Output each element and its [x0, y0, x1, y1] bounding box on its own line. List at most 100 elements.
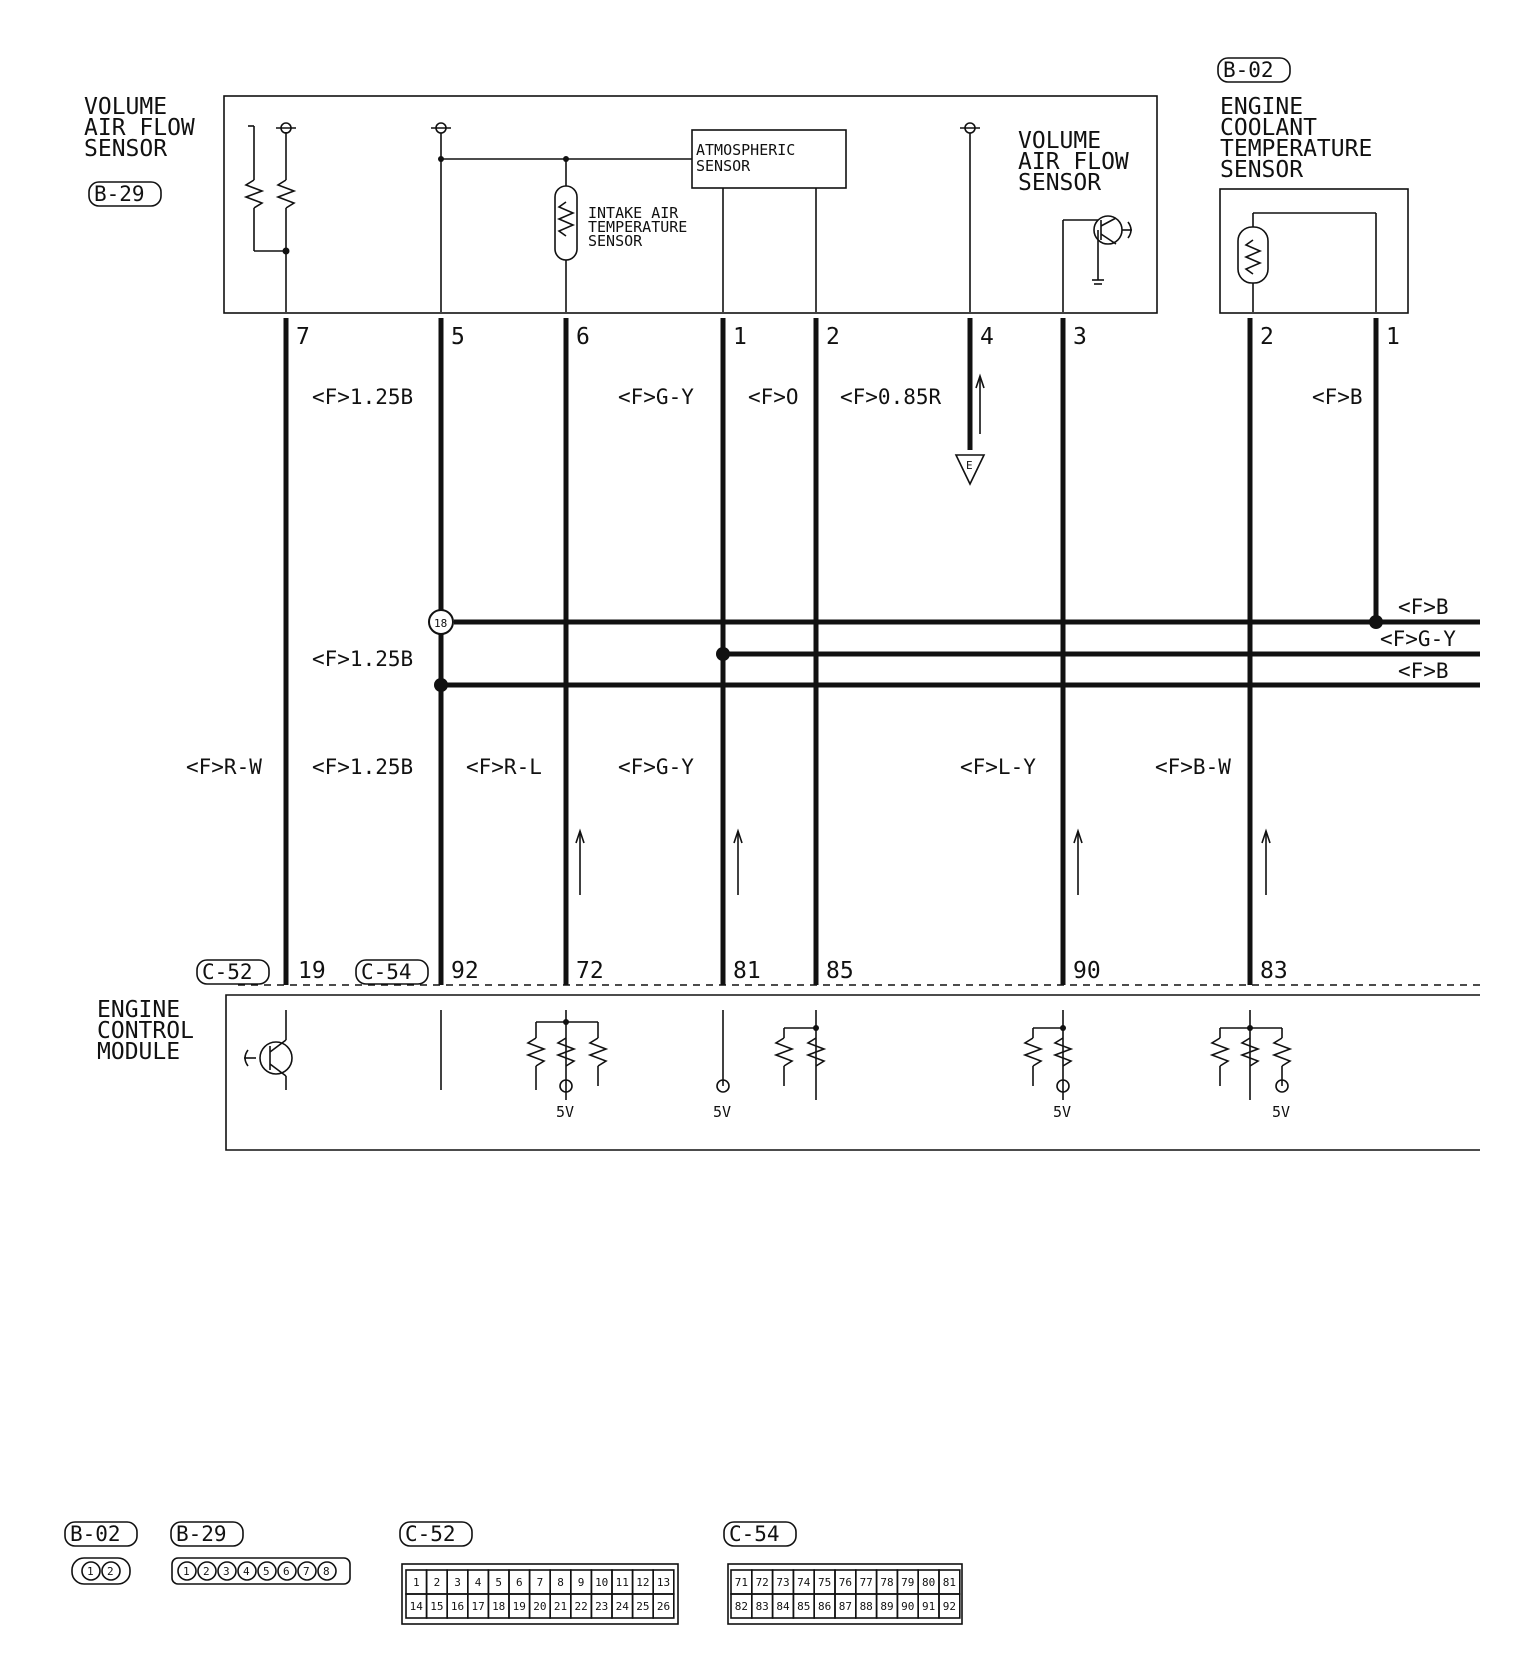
c54-pin-76: 76: [839, 1576, 852, 1589]
sensor-pin-2: 2: [826, 324, 840, 350]
ecm-connector-c54-label: C-54: [361, 960, 412, 984]
wire-label-o: <F>O: [748, 385, 799, 409]
b29-pin-2: 2: [203, 1565, 210, 1578]
ecm-pin-81: 81: [733, 958, 761, 984]
wire-label-l-y: <F>L-Y: [960, 755, 1036, 779]
c54-pin-84: 84: [776, 1600, 790, 1613]
c54-pin-87: 87: [839, 1600, 852, 1613]
ecm-pin-90: 90: [1073, 958, 1101, 984]
c54-pin-85: 85: [797, 1600, 810, 1613]
vaf-sensor-connector-label: B-29: [94, 182, 145, 206]
supply-label-90: 5V: [1053, 1103, 1071, 1121]
vaf-sensor-left-line3: SENSOR: [84, 136, 167, 162]
c52-pin-17: 17: [471, 1600, 484, 1613]
c54-pin-91: 91: [922, 1600, 935, 1613]
c54-pin-82: 82: [735, 1600, 748, 1613]
b29-pin-8: 8: [323, 1565, 330, 1578]
c52-pin-9: 9: [578, 1576, 585, 1589]
c54-pin-81: 81: [943, 1576, 956, 1589]
supply-labels: 5V 5V 5V 5V: [556, 1103, 1290, 1121]
ecm-connector-c52-label: C-52: [202, 960, 253, 984]
ect-sensor-line2: COOLANT: [1220, 115, 1317, 141]
c52-pin-15: 15: [430, 1600, 443, 1613]
sensor-pin-3: 3: [1073, 324, 1087, 350]
b29-pin-7: 7: [303, 1565, 310, 1578]
b29-pin-3: 3: [223, 1565, 230, 1578]
c52-pin-7: 7: [537, 1576, 544, 1589]
iat-sensor-line2: TEMPERATURE: [588, 218, 687, 236]
ecm-line1: ENGINE: [97, 997, 180, 1023]
atmospheric-sensor-box: [691, 129, 847, 189]
ect-pin-1: 1: [1386, 324, 1400, 350]
c52-pin-23: 23: [595, 1600, 608, 1613]
c54-pin-83: 83: [756, 1600, 769, 1613]
ecm-pin-72: 72: [576, 958, 604, 984]
ecm-pin-83: 83: [1260, 958, 1288, 984]
c54-pin-71: 71: [735, 1576, 748, 1589]
signal-arrows: [575, 828, 1271, 895]
wire-color-labels: <F>1.25B <F>G-Y <F>O <F>0.85R <F>B <F>1.…: [186, 385, 1456, 779]
vaf-resistor-pair: [243, 122, 297, 312]
c52-pin-12: 12: [636, 1576, 649, 1589]
c54-pin-77: 77: [860, 1576, 873, 1589]
ecm-pin-85: 85: [826, 958, 854, 984]
c52-pin-5: 5: [495, 1576, 502, 1589]
ect-pin-2: 2: [1260, 324, 1274, 350]
wire-label-0-85r: <F>0.85R: [840, 385, 942, 409]
c52-pin-3: 3: [454, 1576, 461, 1589]
wire-label-r-l: <F>R-L: [466, 755, 542, 779]
c52-pin-10: 10: [595, 1576, 608, 1589]
c52-pin-21: 21: [554, 1600, 567, 1613]
vaf-sensor-left-line2: AIR FLOW: [84, 115, 195, 141]
bus-label-b-bottom: <F>B: [1398, 659, 1449, 683]
c52-pin-13: 13: [657, 1576, 670, 1589]
c54-pin-80: 80: [922, 1576, 935, 1589]
b02-pin-2: 2: [107, 1565, 114, 1578]
ground-e-symbol: [954, 373, 986, 486]
c52-pin-6: 6: [516, 1576, 523, 1589]
c54-pin-86: 86: [818, 1600, 831, 1613]
c54-pin-72: 72: [756, 1576, 769, 1589]
iat-sensor-line3: SENSOR: [588, 232, 643, 250]
sensor-pin-7: 7: [296, 324, 310, 350]
ecm-pin-19: 19: [298, 958, 326, 984]
supply-label-72: 5V: [556, 1103, 574, 1121]
wire-label-1-25b-lower: <F>1.25B: [312, 755, 413, 779]
ecm-pin-numbers: 19 92 72 81 85 90 83: [298, 958, 1288, 984]
wire-label-g-y-upper: <F>G-Y: [618, 385, 694, 409]
wire-label-1-25b-upper: <F>1.25B: [312, 385, 413, 409]
c54-pin-75: 75: [818, 1576, 831, 1589]
ecm-line2: CONTROL: [97, 1018, 194, 1044]
vaf-sensor-right-line1: VOLUME: [1018, 128, 1101, 154]
sensor-pin-1: 1: [733, 324, 747, 350]
sensor-pin-4: 4: [980, 324, 994, 350]
bus-label-b-top: <F>B: [1398, 595, 1449, 619]
wire-label-1-25b-mid: <F>1.25B: [312, 647, 413, 671]
c54-pin-90: 90: [901, 1600, 914, 1613]
vaf-sensor-left-line1: VOLUME: [84, 94, 167, 120]
bus-label-g-y: <F>G-Y: [1380, 627, 1456, 651]
component-labels: VOLUME AIR FLOW SENSOR B-29 ATMOSPHERIC …: [84, 57, 1372, 1065]
c52-pin-11: 11: [616, 1576, 629, 1589]
ecm-assembly: [225, 984, 1480, 1151]
ecm-pin-92: 92: [451, 958, 479, 984]
c54-view-label: C-54: [729, 1522, 780, 1546]
c52-pin-25: 25: [636, 1600, 649, 1613]
c52-pin-4: 4: [475, 1576, 482, 1589]
wire-label-r-w: <F>R-W: [186, 755, 262, 779]
iat-sensor-line1: INTAKE AIR: [588, 204, 679, 222]
c52-pin-8: 8: [557, 1576, 564, 1589]
c52-pin-1: 1: [413, 1576, 420, 1589]
c52-pin-cell: [652, 1593, 675, 1619]
b29-pin-5: 5: [263, 1565, 270, 1578]
c52-view-label: C-52: [405, 1522, 456, 1546]
c52-pin-19: 19: [513, 1600, 526, 1613]
b02-view-label: B-02: [70, 1522, 121, 1546]
c54-pin-78: 78: [880, 1576, 893, 1589]
wire-label-b-ect: <F>B: [1312, 385, 1363, 409]
ect-sensor-connector-label: B-02: [1223, 58, 1274, 82]
c52-pin-24: 24: [616, 1600, 630, 1613]
c52-pin-26: 26: [657, 1600, 670, 1613]
